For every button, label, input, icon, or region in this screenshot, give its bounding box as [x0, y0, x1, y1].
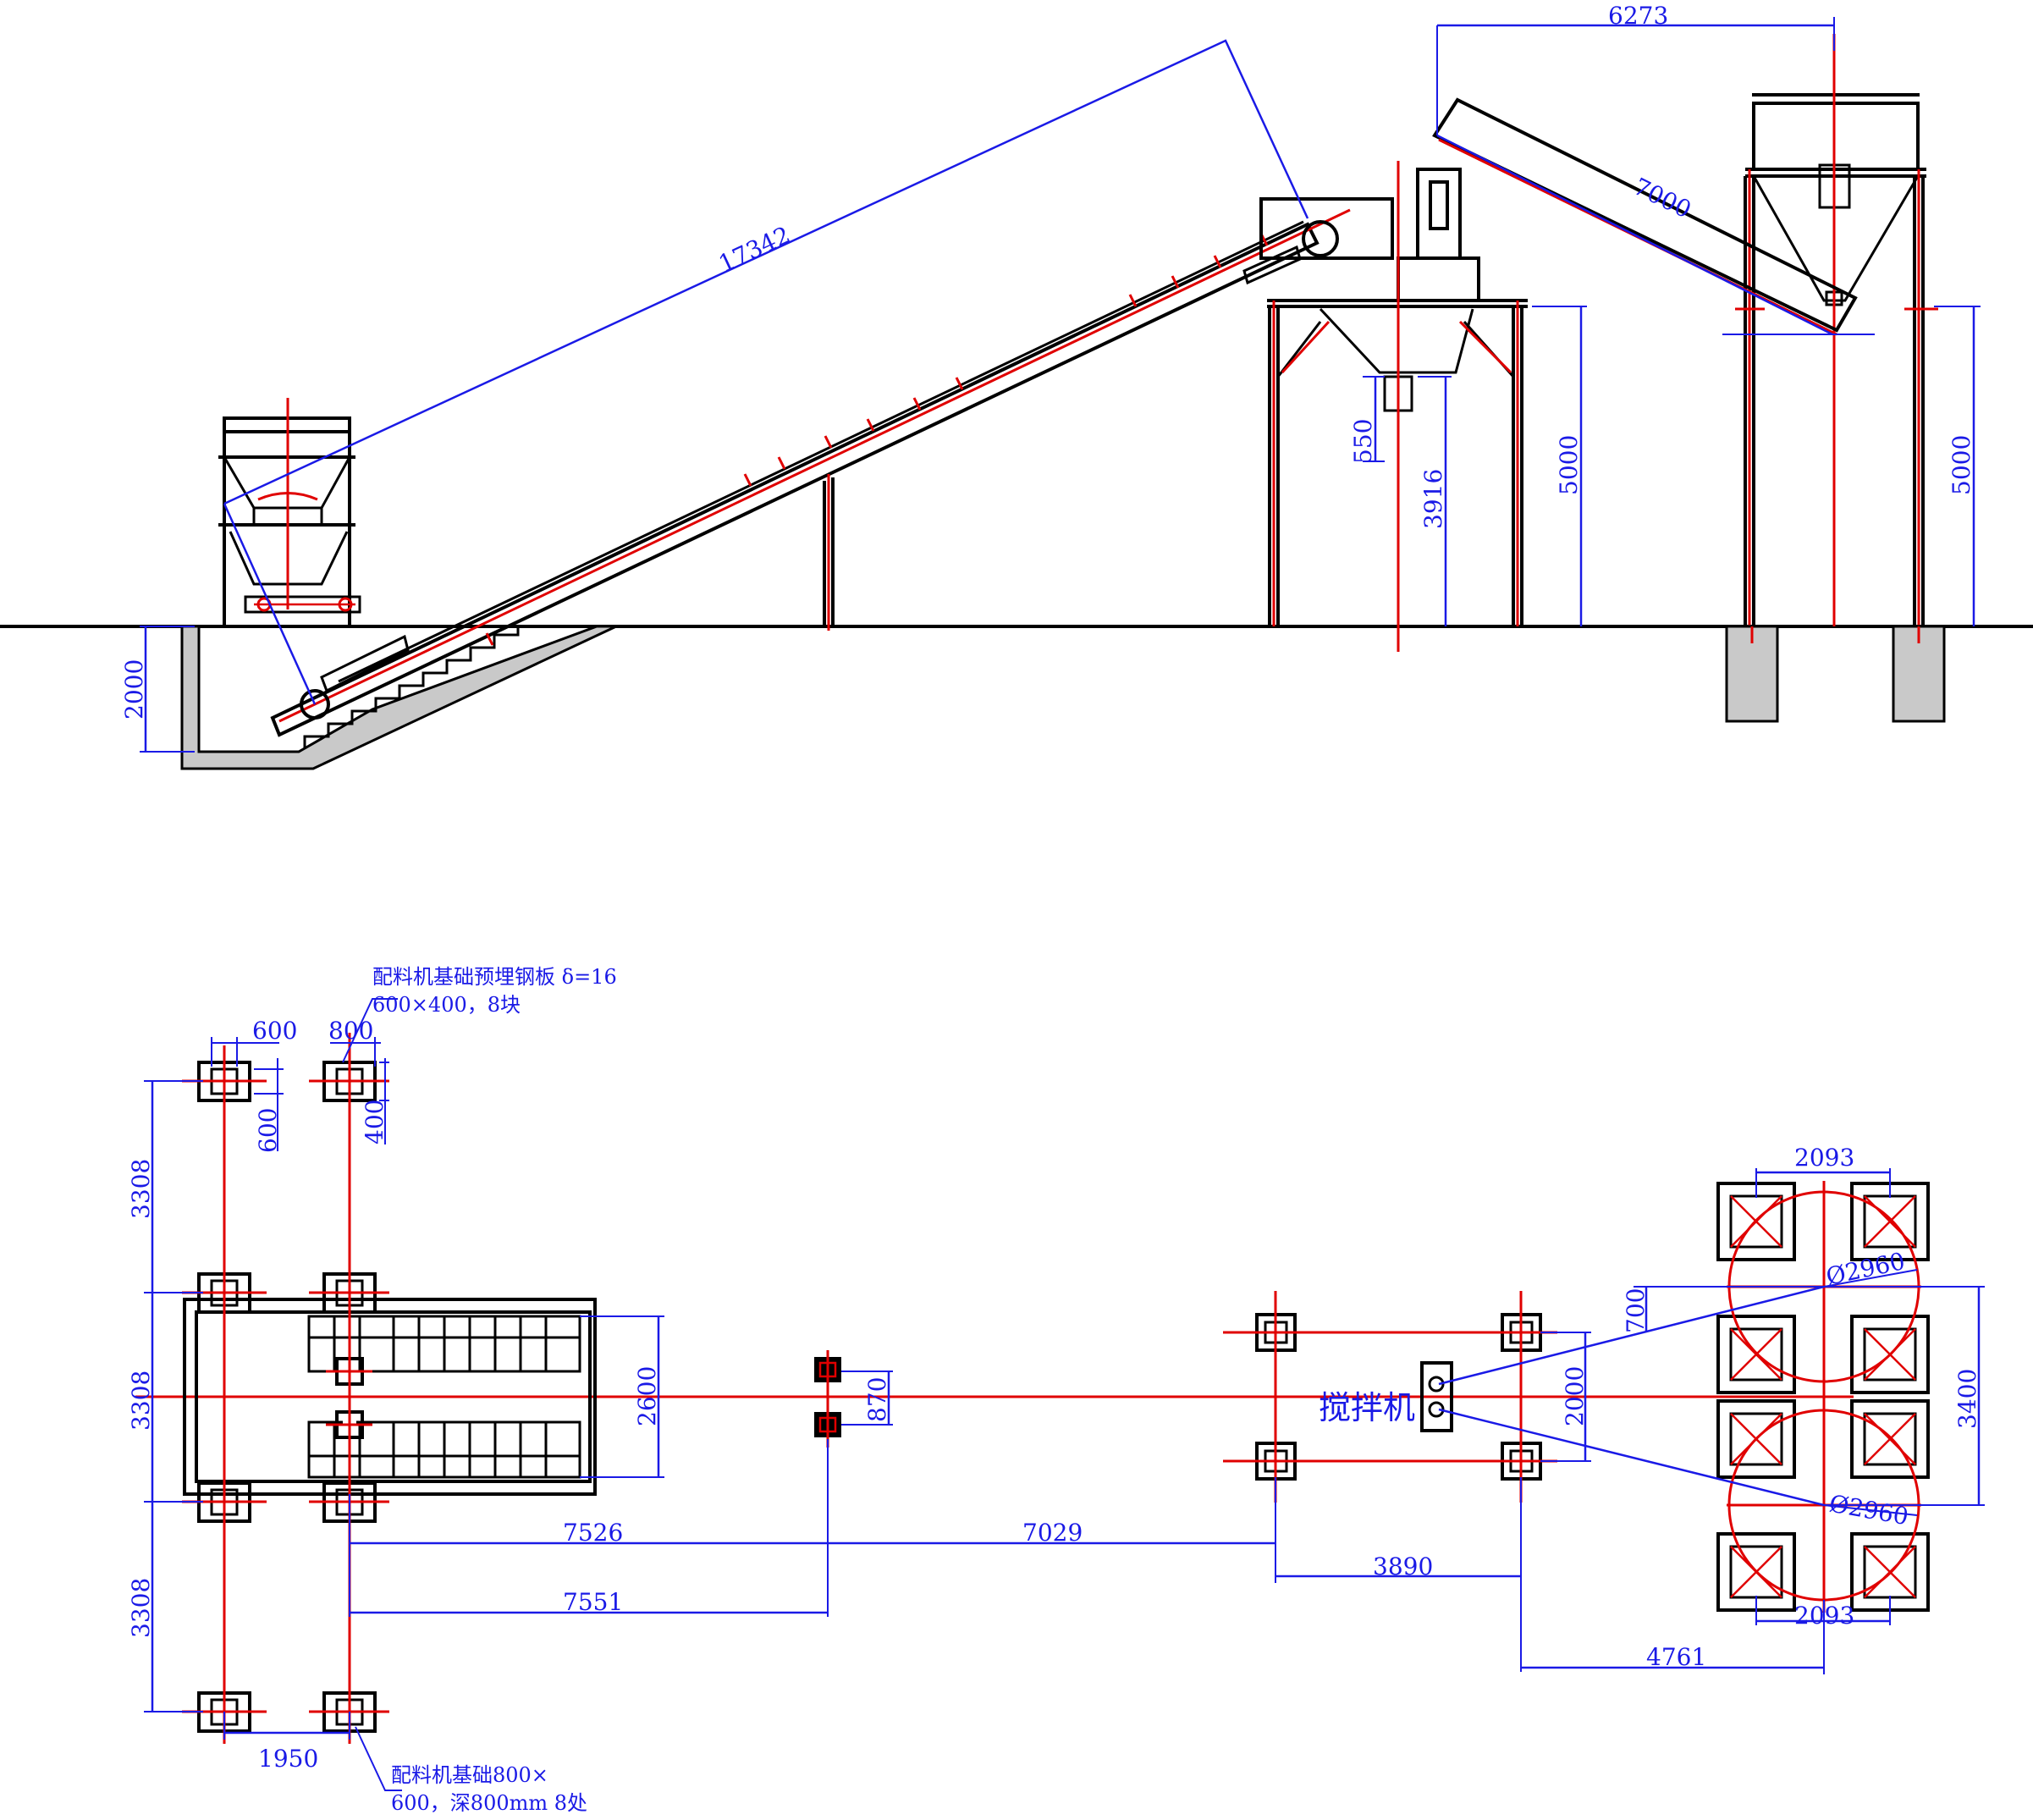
pit: [180, 625, 617, 770]
mixer-label: 搅拌机: [1319, 1389, 1415, 1426]
plan-dimensions: 600 800 600 400 3308 3308 3308 2600: [127, 1017, 1985, 1773]
dim-dist-d: 3890: [1373, 1553, 1433, 1580]
dim-plate-width: 600: [252, 1017, 297, 1045]
plan-notes: 搅拌机 配料机基础预埋钢板 δ=16 600×400，8块 配料机基础800× …: [342, 965, 1415, 1815]
dim-mixer-offset: 700: [1622, 1288, 1650, 1333]
dim-spacing-bottom: 3308: [127, 1578, 155, 1638]
batcher-frame: [183, 1298, 597, 1496]
dim-silo-spacing-bottom: 2093: [1794, 1602, 1854, 1630]
note-foundation-line2: 600，深800mm 8处: [391, 1791, 587, 1815]
dim-silo-span: 3400: [1953, 1369, 1981, 1429]
note-foundation-line1: 配料机基础800×: [391, 1763, 548, 1787]
batching-machine: [218, 398, 361, 626]
dim-foundation-height: 400: [361, 1100, 388, 1144]
dim-spacing-mid: 3308: [127, 1371, 155, 1431]
dim-column-width: 1950: [258, 1745, 318, 1773]
elevation-view: 17342 2000 550 3916 5000 6273 7000: [0, 2, 2033, 770]
dim-foundation-width: 800: [328, 1017, 373, 1045]
dim-silo-spacing-top: 2093: [1794, 1144, 1854, 1172]
dim-batcher-width: 2600: [633, 1366, 661, 1426]
dim-silo-diameter-2: Ø2960: [1827, 1489, 1911, 1530]
belt-conveyor: [270, 208, 1351, 737]
elevation-dimensions: 17342 2000 550 3916 5000 6273 7000: [120, 2, 1981, 753]
dim-pit-depth: 2000: [120, 659, 148, 720]
support-foundations: [814, 1350, 841, 1448]
dim-mixer-height: 3916: [1419, 469, 1447, 529]
dim-silo-diameter-1: Ø2960: [1824, 1247, 1908, 1291]
plan-view: 600 800 600 400 3308 3308 3308 2600: [127, 965, 1985, 1815]
dim-column-pair: 870: [863, 1377, 891, 1422]
batcher-foundations: [182, 1033, 389, 1744]
dim-horizontal-offset: 6273: [1608, 2, 1668, 30]
dim-platform-height: 5000: [1555, 435, 1583, 495]
note-plate-line2: 600×400，8块: [372, 993, 521, 1017]
note-plate-line1: 配料机基础预埋钢板 δ=16: [372, 965, 617, 989]
dim-spacing-top: 3308: [127, 1159, 155, 1219]
dim-plate-height: 600: [254, 1108, 282, 1153]
dim-dist-b: 7029: [1022, 1519, 1083, 1547]
dim-dist-c: 7551: [563, 1588, 623, 1616]
dim-silo-height: 5000: [1948, 435, 1975, 495]
dim-outlet-height: 550: [1349, 419, 1377, 464]
dim-mixer-span: 2000: [1561, 1366, 1589, 1426]
dim-dist-a: 7526: [563, 1519, 623, 1547]
mixer-platform: [1259, 161, 1528, 652]
dim-screw-length: 7000: [1629, 173, 1696, 224]
dim-belt-length: 17342: [714, 221, 795, 279]
cement-silo: [1432, 34, 1946, 723]
dim-silo-offset: 4761: [1646, 1643, 1706, 1671]
